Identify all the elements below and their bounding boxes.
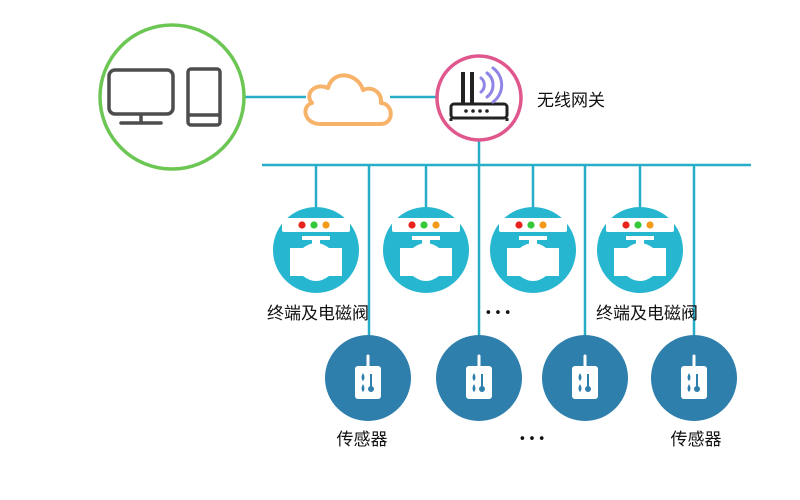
valve-icon [282,218,350,281]
terminal-node [597,207,683,293]
terminal-node [490,207,576,293]
terminal-node [383,207,469,293]
connection-lines [244,95,751,336]
gateway-ring [435,54,523,142]
terminal-label-left: 终端及电磁阀 [267,304,369,324]
router-icon [449,72,509,121]
terminal-ellipsis: ••• [484,306,513,321]
sensor-ellipsis: ••• [518,432,547,447]
sensor-node [542,335,628,421]
sensor-node [325,335,411,421]
valve-icon [499,218,567,281]
gateway-label: 无线网关 [537,91,605,111]
terminal-label-right: 终端及电磁阀 [596,304,698,324]
sensor-label-right: 传感器 [671,430,722,450]
valve-icon [392,218,460,281]
sensor-node [436,335,522,421]
sensor-node [651,335,737,421]
cloud-icon [303,73,393,126]
sensor-label-left: 传感器 [337,430,388,450]
phone-icon [186,67,222,127]
gateway-node [435,54,523,142]
valve-icon [606,218,674,281]
monitor-icon [107,68,175,125]
client-devices-node [98,23,246,171]
terminal-node [273,207,359,293]
wifi-signal-icon [479,66,504,104]
